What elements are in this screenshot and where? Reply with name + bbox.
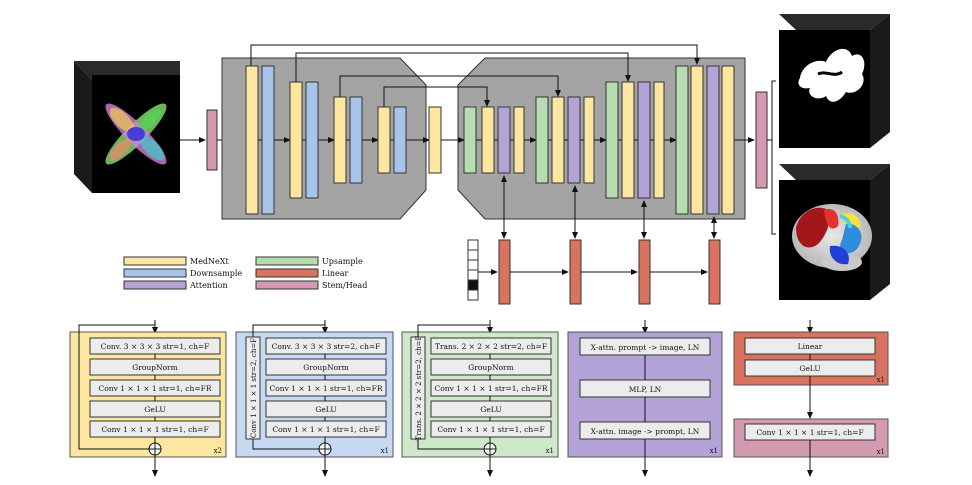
legend-swatch-upsample [255,256,319,266]
enc3-mednext [333,96,347,184]
detail-attention-block: X-attn. prompt -> image, LN MLP, LN X-at… [567,320,723,477]
enc2-downsample [305,81,319,199]
detail-head-block: Conv 1 × 1 × 1 str=1, ch=F x1 [733,418,889,477]
dec3-upsample [535,96,549,184]
legend-label-upsample: Upsample [322,257,363,266]
network-blocks [245,65,768,215]
detail-mednext-block: Conv. 3 × 3 × 3 str=1, ch=F GroupNorm Co… [69,320,227,477]
legend-swatch-linear [255,268,319,278]
stem-block [206,109,218,171]
legend-label-linear: Linear [322,269,349,278]
bottleneck-mednext [428,106,442,174]
dec2-mednext-b [653,81,665,199]
upsample-row-1: Trans. 2 × 2 × 2 str=2, ch=F [435,342,547,351]
dec1-mednext-b [721,65,735,215]
prompt-token-stack [467,239,479,301]
legend-swatch-attention [123,280,187,290]
downsample-row-2: GroupNorm [303,363,349,372]
enc3-downsample [349,96,363,184]
upsample-multiplier: x1 [546,447,554,455]
prompt-arrows [478,175,717,275]
dec4-mednext-b [513,106,525,174]
downsample-row-3: Conv 1 × 1 × 1 str=1, ch=FR [270,384,383,393]
dec3-mednext [551,96,565,184]
downsample-row-1: Conv. 3 × 3 × 3 str=2, ch=F [272,342,381,351]
dec3-attention [567,96,581,184]
legend-label-attention: Attention [189,281,228,290]
head-multiplier: x1 [877,448,885,456]
attention-row-2: MLP, LN [629,385,662,394]
enc4-downsample [393,106,407,174]
output-lines [767,80,776,235]
head-block [755,91,768,189]
dec1-upsample [675,65,689,215]
linear-row-1: Linear [798,342,823,351]
dec2-upsample [605,81,619,199]
attention-row-3: X-attn. image -> prompt, LN [591,427,700,436]
legend-swatch-downsample [123,268,187,278]
dec2-mednext [621,81,635,199]
dec4-attention [497,106,511,174]
upsample-side-label: Trans. 2 × 2 × 2 str=2, ch=F [415,336,423,441]
linear-row-2: GeLU [799,364,820,373]
legend-label-downsample: Downsample [190,269,242,278]
mednext-row-2: GroupNorm [132,363,178,372]
output-mask-image [779,14,890,148]
upsample-row-3: Conv 1 × 1 × 1 str=1, ch=FR [435,384,548,393]
legend-swatch-mednext [123,256,187,266]
upsample-row-2: GroupNorm [468,363,514,372]
legend-label-stem-head: Stem/Head [322,281,367,290]
attention-row-1: X-attn. prompt -> image, LN [591,343,700,352]
legend: MedNeXt Downsample Attention Upsample Li… [123,256,367,290]
mednext-row-4: GeLU [144,405,165,414]
enc4-mednext [377,106,391,174]
mednext-row-1: Conv. 3 × 3 × 3 str=1, ch=F [101,342,210,351]
upsample-row-4: GeLU [480,405,501,414]
detail-upsample-block: Trans. 2 × 2 × 2 str=2, ch=F Trans. 2 × … [401,320,559,477]
dec4-upsample [463,106,477,174]
mednext-row-3: Conv 1 × 1 × 1 str=1, ch=FR [99,384,212,393]
downsample-row-5: Conv 1 × 1 × 1 str=1, ch=F [272,425,379,434]
upsample-row-5: Conv 1 × 1 × 1 str=1, ch=F [437,425,544,434]
dec2-attention [637,81,651,199]
enc1-mednext [245,65,259,215]
enc2-mednext [289,81,303,199]
mednext-multiplier: x2 [214,447,222,455]
dec1-attention [706,65,720,215]
legend-label-mednext: MedNeXt [190,257,229,266]
dec3-mednext-b [583,96,595,184]
detail-downsample-block: Conv 1 × 1 × 1 str=2, ch=F Conv. 3 × 3 ×… [235,320,394,477]
dec1-mednext [690,65,704,215]
linear-multiplier: x1 [877,376,885,384]
dec4-mednext [481,106,495,174]
legend-swatch-stem-head [255,280,319,290]
downsample-multiplier: x1 [381,447,389,455]
downsample-row-4: GeLU [315,405,336,414]
mednext-row-5: Conv 1 × 1 × 1 str=1, ch=F [101,425,208,434]
skip-connections [250,44,700,107]
input-volume-image [74,61,180,193]
detail-linear-block: Linear GeLU x1 [733,320,889,419]
downsample-side-label: Conv 1 × 1 × 1 str=2, ch=F [250,338,258,438]
enc1-downsample [261,65,275,215]
head-row-1: Conv 1 × 1 × 1 str=1, ch=F [756,428,863,437]
attention-multiplier: x1 [710,447,718,455]
output-brain-image [779,164,890,300]
